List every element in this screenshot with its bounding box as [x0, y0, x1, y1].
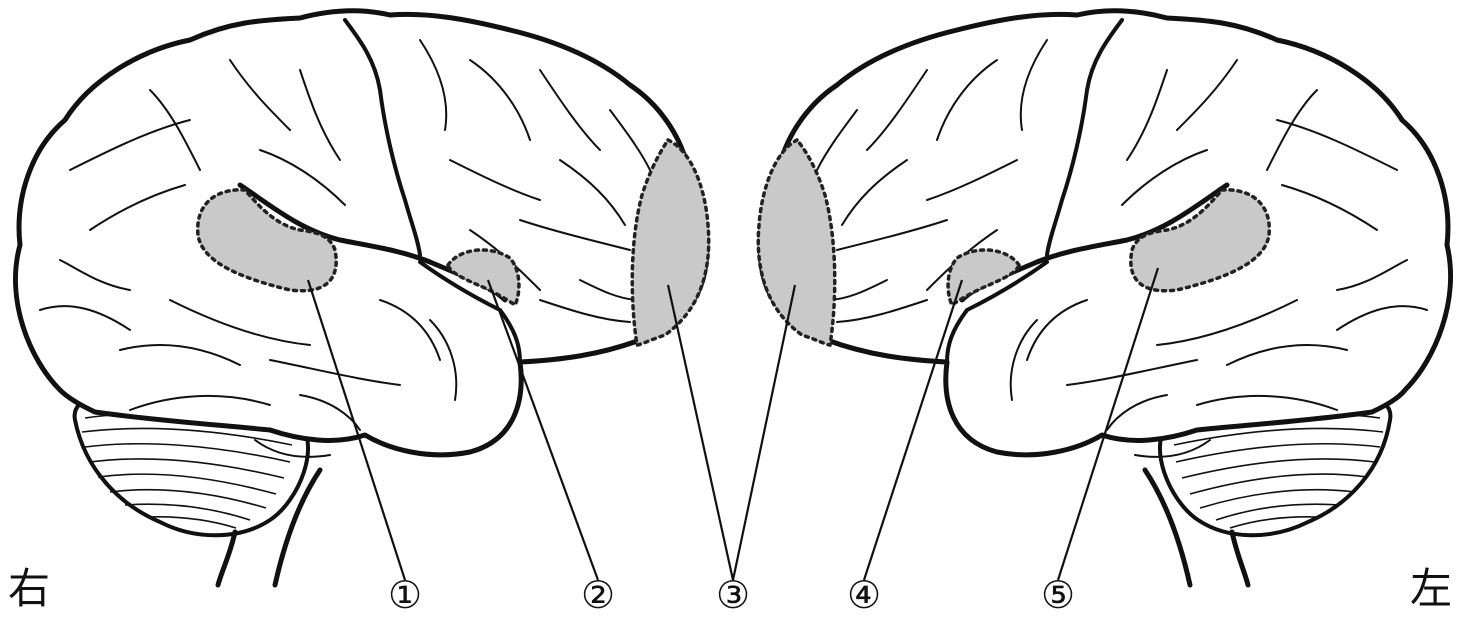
left-brainstem: [1229, 529, 1251, 588]
right-region-2: [446, 248, 521, 308]
left-sulci: [816, 39, 1428, 431]
right-region-3: [630, 137, 711, 347]
leader-line-1: [306, 279, 407, 581]
marker-2: ②: [580, 573, 616, 617]
right-brainstem-back: [272, 467, 323, 588]
marker-4: ④: [846, 573, 882, 617]
right-brainstem: [215, 529, 238, 588]
left-region-4: [946, 248, 1021, 308]
left-cerebrum-outline: [757, 8, 1453, 458]
leader-lines: [306, 267, 1160, 581]
left-region-3: [756, 137, 837, 347]
left-region-5: [1129, 188, 1271, 293]
right-cerebrum-outline: [13, 8, 710, 458]
leader-line-4: [862, 279, 964, 581]
leader-line-5: [1056, 267, 1160, 581]
left-brainstem-back: [1142, 467, 1193, 588]
leader-line-3a: [666, 284, 735, 581]
left-hemisphere: [756, 8, 1453, 588]
leader-line-3b: [731, 284, 797, 581]
marker-1: ①: [387, 573, 423, 617]
leader-line-2: [486, 279, 600, 581]
hemisphere-label-left: 左: [1410, 564, 1453, 613]
right-hemisphere: [13, 8, 711, 588]
marker-5: ⑤: [1040, 573, 1076, 617]
hemisphere-label-right: 右: [8, 564, 51, 613]
right-sulci: [39, 39, 651, 431]
marker-3: ③: [715, 573, 751, 617]
right-region-1: [196, 188, 338, 293]
